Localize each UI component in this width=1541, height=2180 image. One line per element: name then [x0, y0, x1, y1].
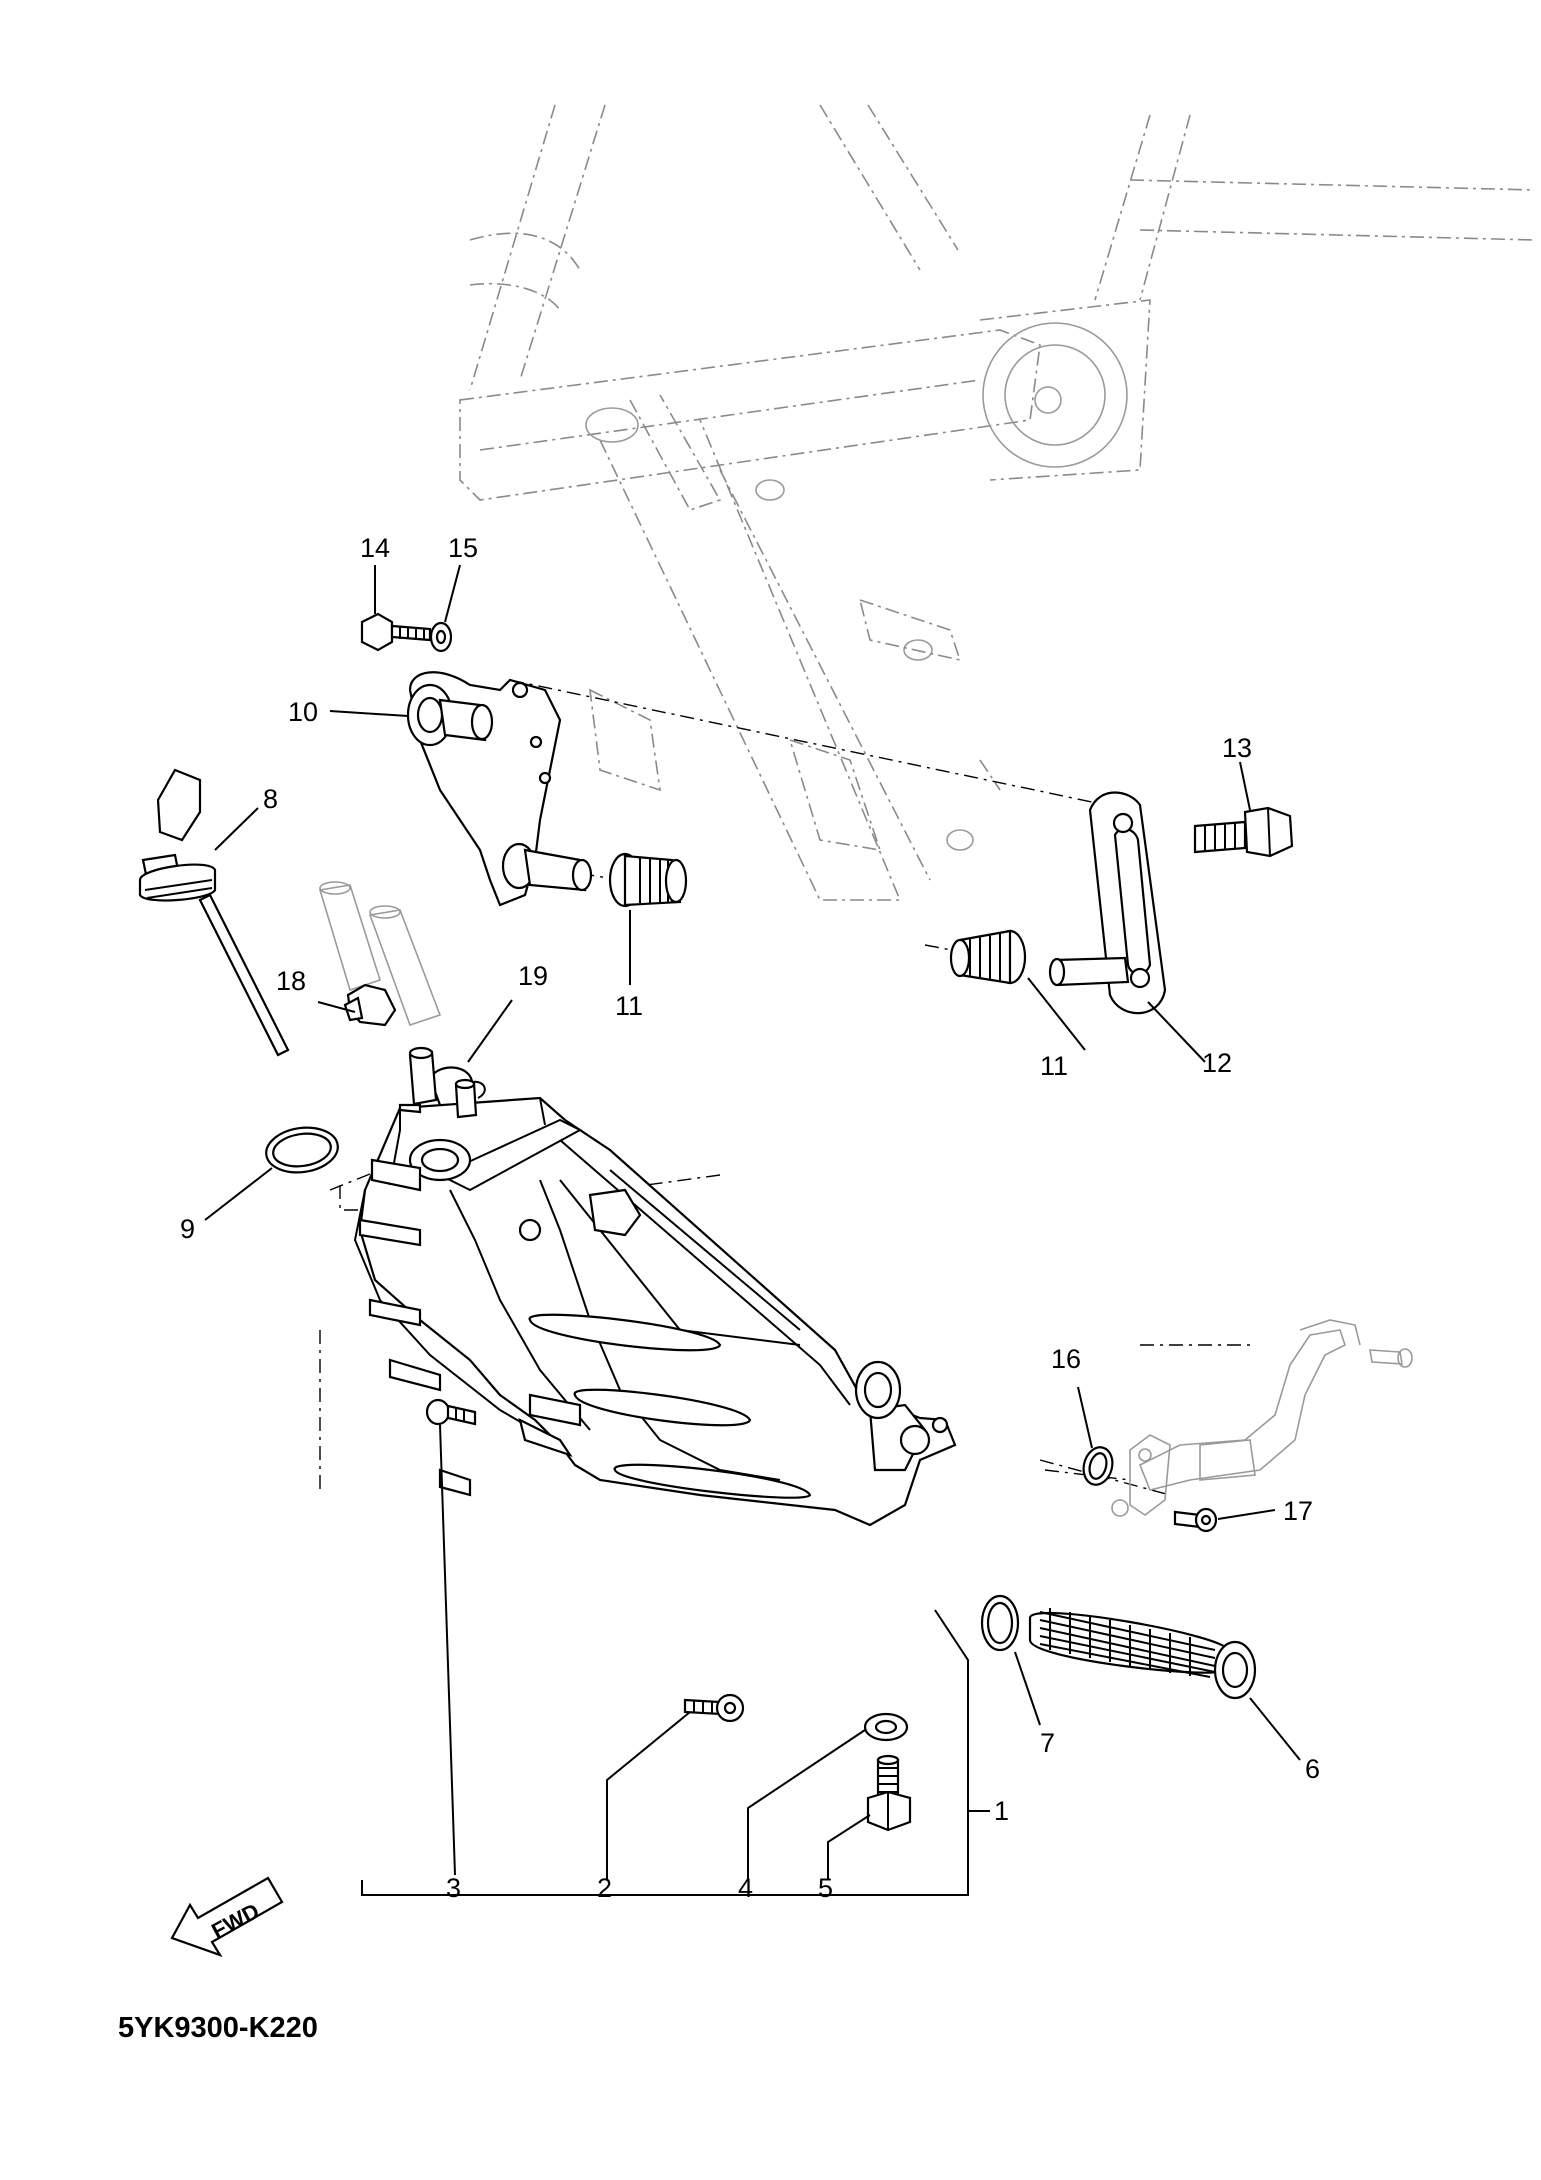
leader-lines — [204, 564, 1301, 1896]
callout-17: 17 — [1283, 1496, 1313, 1526]
callout-3: 3 — [446, 1873, 461, 1903]
oil-pipe-ghost — [1111, 1319, 1413, 1517]
callout-8: 8 — [263, 784, 278, 814]
part-15-washer — [429, 621, 453, 653]
callout-9: 9 — [180, 1214, 195, 1244]
part-16-o-ring — [1082, 1446, 1114, 1486]
callout-10: 10 — [288, 697, 318, 727]
part-8-dipstick — [138, 768, 290, 1057]
callout-1: 1 — [994, 1796, 1009, 1826]
part-11-damper-right — [949, 929, 1027, 985]
part-14-bolt — [360, 612, 432, 652]
part-18-clamp — [343, 983, 397, 1027]
part-13-bolt — [1193, 806, 1294, 858]
callout-13: 13 — [1222, 733, 1252, 763]
fwd-arrow: FWD — [170, 1876, 284, 1958]
part-3-bolt — [425, 1398, 477, 1426]
part-5-drain-bolt — [866, 1754, 912, 1832]
callout-18: 18 — [276, 966, 306, 996]
part-2-bolt — [683, 1693, 745, 1723]
part-1-oil-tank — [353, 1046, 957, 1527]
callout-11a: 11 — [615, 991, 643, 1021]
callout-2: 2 — [597, 1873, 612, 1903]
callout-19: 19 — [518, 961, 548, 991]
diagram-code: 5YK9300-K220 — [118, 2012, 318, 2044]
frame-outline — [459, 104, 1536, 901]
callout-6: 6 — [1305, 1754, 1320, 1784]
callout-7: 7 — [1040, 1728, 1055, 1758]
part-7-o-ring — [980, 1594, 1020, 1652]
part-17-bolt — [1173, 1507, 1218, 1533]
hoses-ghost — [318, 881, 442, 1027]
callout-11b: 11 — [1040, 1051, 1068, 1081]
part-9-o-ring — [265, 1126, 339, 1174]
part-11-damper-left — [608, 852, 688, 908]
part-12-plate — [1048, 791, 1167, 1015]
callout-numbers: 1 2 3 4 5 6 7 8 9 10 11 11 12 13 14 15 1… — [180, 533, 1320, 1903]
part-4-washer — [863, 1712, 909, 1742]
part-6-strainer — [1028, 1608, 1257, 1700]
part-10-bracket — [406, 671, 593, 907]
callout-12: 12 — [1202, 1048, 1232, 1078]
callout-15: 15 — [448, 533, 478, 563]
callout-4: 4 — [738, 1873, 753, 1903]
callout-14: 14 — [360, 533, 390, 563]
callout-16: 16 — [1051, 1344, 1081, 1374]
callout-5: 5 — [818, 1873, 833, 1903]
